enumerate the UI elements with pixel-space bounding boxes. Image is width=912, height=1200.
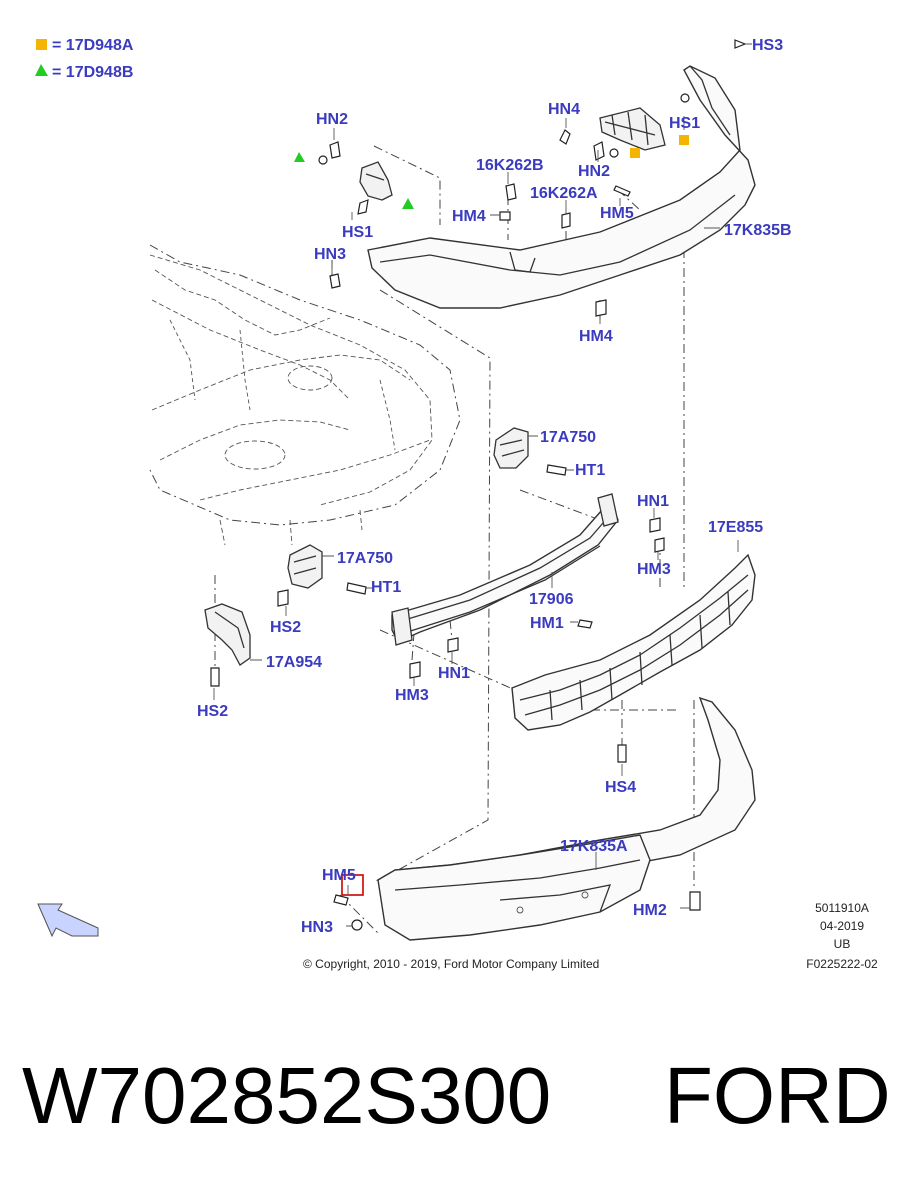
callout-17a750-top: 17A750 [540,429,596,446]
callout-17e855: 17E855 [708,519,763,536]
part-number: W702852S300 [22,1051,552,1140]
callout-leaders [213,43,752,927]
callout-hn3-top: HN3 [314,246,346,263]
callout-hm5-top: HM5 [600,205,634,222]
callout-hn1-mid: HN1 [438,665,470,682]
meta-figure: F0225222-02 [806,957,878,971]
callout-hm3-mid: HM3 [395,687,429,704]
callout-ht1-top: HT1 [575,462,605,479]
callout-hn3-bottom: HN3 [301,919,333,936]
callout-labels: HS3 HN4 HS1 HN2 HN2 16K262B 16K262A HS1 … [197,37,792,936]
meta-date: 04-2019 [820,919,864,933]
brand-name: FORD [664,1051,891,1140]
callout-17a750-left: 17A750 [337,550,393,567]
callout-hm5-bottom: HM5 [322,867,356,884]
lower-bumper-cover [375,696,756,941]
copyright-notice: © Copyright, 2010 - 2019, Ford Motor Com… [303,957,599,971]
meta-region: UB [834,937,851,951]
callout-hs2-bottom: HS2 [197,703,228,720]
callout-hn2-right: HN2 [578,163,610,180]
callout-16k262a: 16K262A [530,185,598,202]
legend-triangle-icon [35,64,48,76]
triangle-marker-icon [294,152,305,162]
callout-hn1-right: HN1 [637,493,669,510]
callout-hm3-right: HM3 [637,561,671,578]
callout-hs4: HS4 [605,779,636,796]
bumper-reinforcement-beam [391,493,619,646]
callout-16k262b: 16K262B [476,157,544,174]
callout-17a954: 17A954 [266,654,322,671]
callout-ht1-left: HT1 [371,579,401,596]
callout-hn4: HN4 [548,101,580,118]
callout-17k835a: 17K835A [560,838,628,855]
bracket-17a750 [287,427,529,589]
square-marker-icon [630,148,640,158]
arrow-icon [37,903,99,938]
upper-bumper-cover [367,65,756,309]
legend-square-icon [36,39,47,50]
callout-hm4-left: HM4 [452,208,486,225]
upper-brackets [359,107,666,201]
callout-hs3: HS3 [752,37,783,54]
energy-absorber [511,553,756,731]
callout-17906: 17906 [529,591,574,608]
vehicle-body-structure [149,244,461,546]
meta-code: 5011910A [815,901,869,915]
bracket-17a954 [204,603,251,666]
callout-hn2-left: HN2 [316,111,348,128]
square-marker-icon [679,135,689,145]
callout-hs2-right: HS2 [270,619,301,636]
callout-17k835b: 17K835B [724,222,792,239]
legend: = 17D948A = 17D948B [35,37,134,81]
callout-hs1-right: HS1 [669,115,700,132]
highlight-box [341,874,364,896]
callout-hs1-left: HS1 [342,224,373,241]
fasteners [210,39,747,931]
legend-square-label: = 17D948A [52,37,134,54]
triangle-marker-icon [402,198,414,209]
legend-triangle-label: = 17D948B [52,64,133,81]
figure-metadata: 5011910A 04-2019 UB F0225222-02 [806,901,878,971]
callout-hm1: HM1 [530,615,564,632]
callout-hm2: HM2 [633,902,667,919]
callout-hm4-bottom: HM4 [579,328,613,345]
